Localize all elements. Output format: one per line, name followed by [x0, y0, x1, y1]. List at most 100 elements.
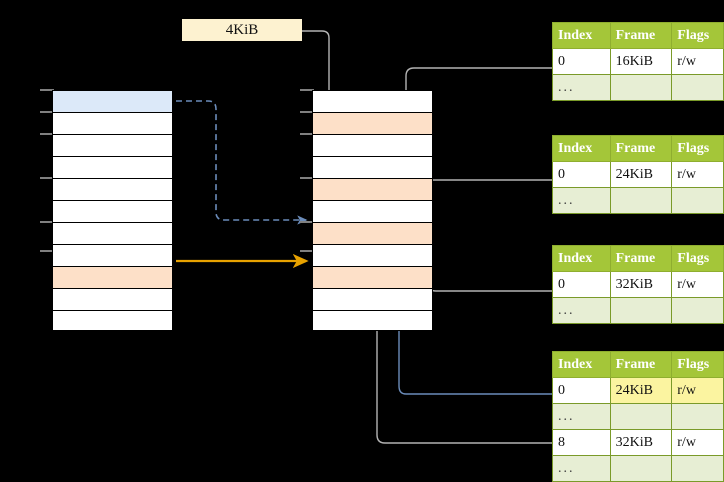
column-tick — [40, 221, 54, 223]
memory-cell[interactable] — [53, 113, 172, 135]
column-tick — [300, 250, 314, 252]
table-cell — [609, 403, 673, 430]
memory-cell[interactable] — [313, 113, 432, 135]
memory-cell[interactable] — [313, 267, 432, 289]
column-tick — [300, 177, 314, 179]
memory-cell[interactable] — [313, 179, 432, 201]
table-cell — [609, 74, 673, 101]
table-row[interactable]: ... — [552, 403, 724, 430]
table-cell: 0 — [552, 48, 611, 75]
memory-cell[interactable] — [313, 157, 432, 179]
connector-virtual-row0-to-physical-row6 — [176, 100, 308, 225]
table-cell — [671, 403, 724, 430]
table-row[interactable]: ... — [552, 297, 724, 324]
column-tick — [300, 133, 314, 135]
column-header-index: Index — [552, 351, 611, 378]
table-cell: ... — [552, 187, 611, 214]
table-row[interactable]: ... — [552, 187, 724, 214]
column-header-frame: Frame — [609, 22, 673, 49]
column-tick — [300, 89, 314, 91]
column-header-flags: Flags — [671, 135, 724, 162]
memory-cell[interactable] — [313, 245, 432, 267]
table-cell: ... — [552, 403, 611, 430]
column-header-frame: Frame — [609, 351, 673, 378]
memory-cell[interactable] — [53, 311, 172, 330]
memory-cell[interactable] — [53, 201, 172, 223]
connector-size-to-physical-row1 — [255, 30, 334, 115]
table-cell — [671, 297, 724, 324]
memory-cell[interactable] — [53, 157, 172, 179]
table-cell — [609, 187, 673, 214]
table-cell: ... — [552, 455, 611, 482]
column-tick — [40, 250, 54, 252]
table-row[interactable]: ... — [552, 74, 724, 101]
table-cell: r/w — [671, 429, 724, 456]
column-header-flags: Flags — [671, 245, 724, 272]
column-tick — [300, 111, 314, 113]
connector-table4-row8-to-physical-row8 — [372, 270, 560, 444]
table-cell — [609, 455, 673, 482]
size-label-4kib: 4KiB — [182, 19, 302, 41]
table-cell: r/w — [671, 48, 724, 75]
virtual-memory-column — [52, 90, 173, 331]
table-cell — [671, 187, 724, 214]
connector-table3-to-physical-row8 — [423, 270, 560, 292]
memory-cell[interactable] — [53, 289, 172, 311]
connector-table2-to-physical-row6 — [415, 179, 560, 217]
table-cell: 24KiB — [609, 161, 673, 188]
column-tick — [40, 111, 54, 113]
table-cell: r/w — [671, 161, 724, 188]
physical-memory-column — [312, 90, 433, 331]
table-cell: 32KiB — [609, 271, 673, 298]
table-cell — [671, 455, 724, 482]
memory-cell[interactable] — [313, 135, 432, 157]
column-header-index: Index — [552, 135, 611, 162]
table-cell: r/w — [671, 271, 724, 298]
memory-cell[interactable] — [313, 289, 432, 311]
memory-cell[interactable] — [53, 267, 172, 289]
table-cell — [671, 74, 724, 101]
column-header-frame: Frame — [609, 135, 673, 162]
memory-cell[interactable] — [53, 91, 172, 113]
table-row[interactable]: ... — [552, 455, 724, 482]
memory-cell[interactable] — [53, 245, 172, 267]
column-header-index: Index — [552, 245, 611, 272]
column-header-flags: Flags — [671, 351, 724, 378]
memory-cell[interactable] — [53, 179, 172, 201]
table-cell: 0 — [552, 161, 611, 188]
column-header-flags: Flags — [671, 22, 724, 49]
table-cell: ... — [552, 297, 611, 324]
memory-cell[interactable] — [313, 91, 432, 113]
memory-cell[interactable] — [313, 201, 432, 223]
column-header-index: Index — [552, 22, 611, 49]
table-cell: 24KiB — [609, 377, 673, 404]
column-header-frame: Frame — [609, 245, 673, 272]
table-cell: ... — [552, 74, 611, 101]
memory-cell[interactable] — [313, 223, 432, 245]
table-cell: 16KiB — [609, 48, 673, 75]
connector-table4-row0-to-physical-row6 — [394, 224, 560, 395]
table-cell: 32KiB — [609, 429, 673, 456]
memory-cell[interactable] — [313, 311, 432, 330]
table-cell: 8 — [552, 429, 611, 456]
connector-table1-to-physical-row4 — [401, 67, 560, 176]
table-cell: 0 — [552, 377, 611, 404]
column-tick — [40, 177, 54, 179]
table-cell: 0 — [552, 271, 611, 298]
memory-cell[interactable] — [53, 135, 172, 157]
memory-cell[interactable] — [53, 223, 172, 245]
